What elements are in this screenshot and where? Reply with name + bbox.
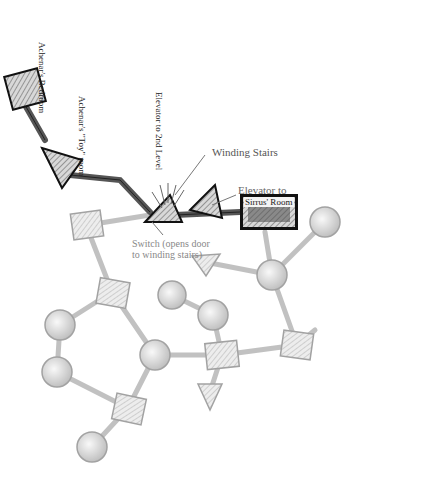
room-box: Sirrus' Room <box>240 194 298 230</box>
lower-level <box>42 207 340 462</box>
map-label: Switch (opens door to winding stairs) <box>132 238 210 260</box>
map-label: Winding Stairs <box>212 146 278 158</box>
map-label: Elevator to 2nd Level <box>153 92 163 170</box>
map-label: Achenar's Bedroom <box>36 42 46 113</box>
room-name: Sirrus' Room <box>244 197 294 207</box>
map-label: Achenar's "Toy" room <box>76 96 86 176</box>
